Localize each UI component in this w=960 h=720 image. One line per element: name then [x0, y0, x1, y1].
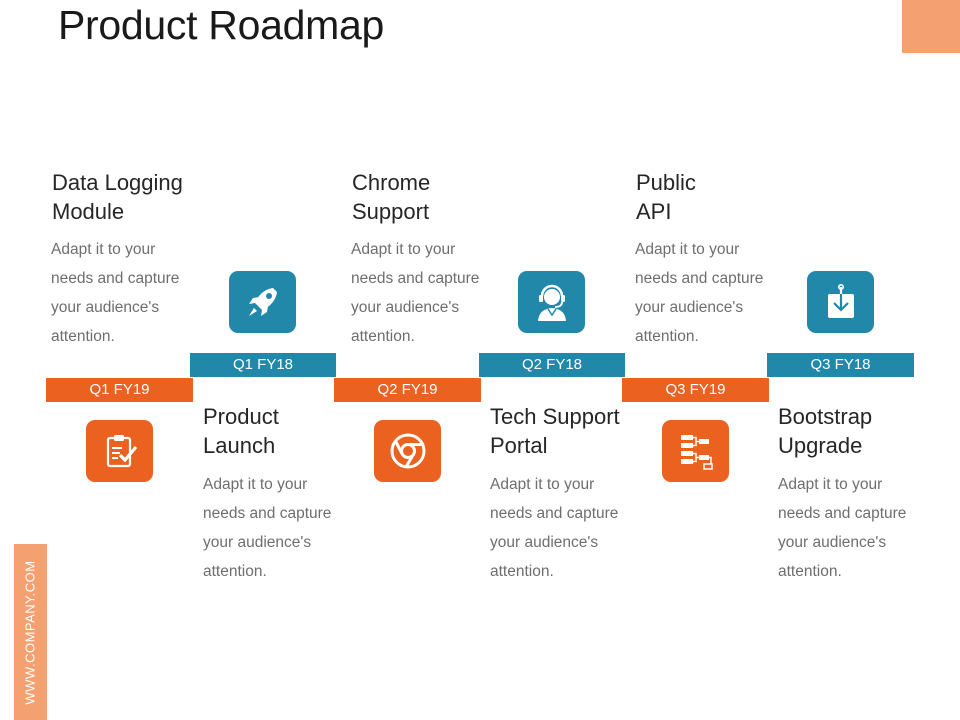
chrome-icon — [374, 420, 441, 482]
page-title: Product Roadmap — [58, 2, 384, 48]
desc-line: needs and capture — [635, 270, 764, 287]
title-line: Module — [52, 199, 125, 224]
title-line: Public — [636, 170, 696, 195]
title-line: Bootstrap — [778, 404, 873, 429]
rocket-icon — [229, 271, 296, 333]
desc-line: attention. — [490, 563, 554, 580]
desc-line: Adapt it to your — [51, 241, 156, 258]
side-strip — [14, 544, 47, 720]
side-label-text: WWW.COMPANY.COM — [23, 559, 38, 705]
top-item-2-title: Chrome Support — [352, 168, 522, 226]
desc-line: your audience's — [778, 534, 887, 551]
quarter-bar-q3-fy18: Q3 FY18 — [767, 353, 914, 377]
desc-line: your audience's — [351, 299, 460, 316]
bottom-item-1-desc: Adapt it to your needs and capture your … — [203, 470, 353, 586]
desc-line: your audience's — [490, 534, 599, 551]
support-agent-icon — [518, 271, 585, 333]
bottom-item-2-desc: Adapt it to your needs and capture your … — [490, 470, 640, 586]
top-item-1-title: Data Logging Module — [52, 168, 222, 226]
top-item-3-title: Public API — [636, 168, 806, 226]
title-line: Product — [203, 404, 279, 429]
desc-line: Adapt it to your — [635, 241, 740, 258]
desc-line: attention. — [203, 563, 267, 580]
corner-accent — [902, 0, 960, 53]
flowchart-icon — [662, 420, 729, 482]
quarter-bar-q1-fy18: Q1 FY18 — [190, 353, 336, 377]
desc-line: needs and capture — [490, 505, 619, 522]
top-item-1-desc: Adapt it to your needs and capture your … — [51, 235, 201, 351]
quarter-bar-q2-fy19: Q2 FY19 — [334, 378, 481, 402]
side-label: WWW.COMPANY.COM — [14, 544, 47, 720]
desc-line: your audience's — [203, 534, 312, 551]
quarter-bar-q3-fy19: Q3 FY19 — [622, 378, 769, 402]
desc-line: needs and capture — [203, 505, 332, 522]
title-line: Upgrade — [778, 433, 863, 458]
desc-line: needs and capture — [51, 270, 180, 287]
bottom-item-3-title: Bootstrap Upgrade — [778, 402, 948, 460]
quarter-bar-q1-fy19: Q1 FY19 — [46, 378, 193, 402]
desc-line: attention. — [51, 328, 115, 345]
bottom-item-1-title: Product Launch — [203, 402, 373, 460]
desc-line: attention. — [778, 563, 842, 580]
bottom-item-2-title: Tech Support Portal — [490, 402, 660, 460]
title-line: Portal — [490, 433, 548, 458]
desc-line: Adapt it to your — [351, 241, 456, 258]
title-line: Chrome — [352, 170, 431, 195]
title-line: Support — [352, 199, 430, 224]
download-box-icon — [807, 271, 874, 333]
clipboard-check-icon — [86, 420, 153, 482]
desc-line: attention. — [635, 328, 699, 345]
title-line: Data Logging — [52, 170, 183, 195]
desc-line: needs and capture — [351, 270, 480, 287]
desc-line: your audience's — [51, 299, 160, 316]
desc-line: needs and capture — [778, 505, 907, 522]
desc-line: attention. — [351, 328, 415, 345]
title-line: API — [636, 199, 672, 224]
quarter-bar-q2-fy18: Q2 FY18 — [479, 353, 625, 377]
desc-line: your audience's — [635, 299, 744, 316]
title-line: Tech Support — [490, 404, 620, 429]
desc-line: Adapt it to your — [490, 476, 595, 493]
title-line: Launch — [203, 433, 276, 458]
top-item-2-desc: Adapt it to your needs and capture your … — [351, 235, 501, 351]
desc-line: Adapt it to your — [778, 476, 883, 493]
desc-line: Adapt it to your — [203, 476, 308, 493]
top-item-3-desc: Adapt it to your needs and capture your … — [635, 235, 785, 351]
bottom-item-3-desc: Adapt it to your needs and capture your … — [778, 470, 928, 586]
